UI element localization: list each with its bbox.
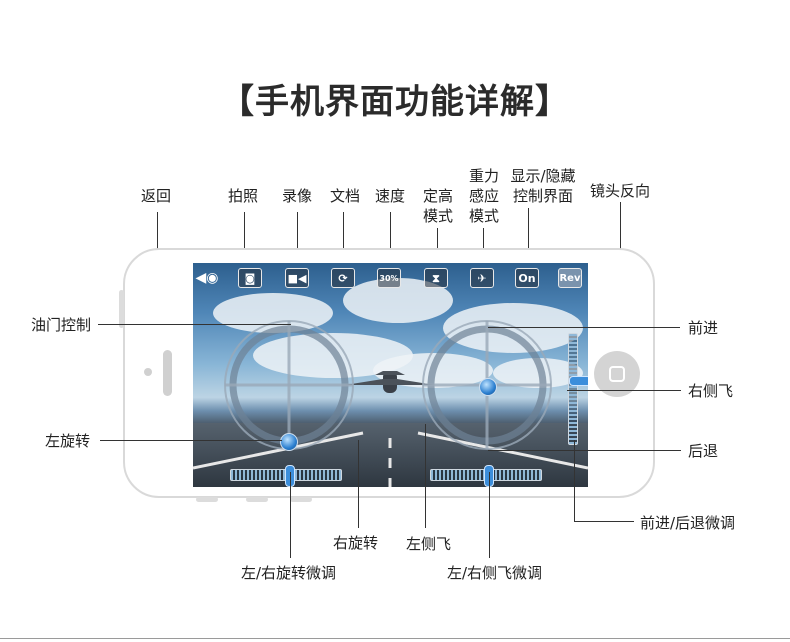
label-photo: 拍照 (228, 187, 259, 205)
video-icon[interactable]: ■◀ (285, 268, 309, 288)
altitude-hold-icon[interactable]: ⧗ (424, 268, 448, 288)
left-joystick[interactable] (224, 320, 354, 450)
gravity-sensor-icon[interactable]: ✈ (470, 268, 494, 288)
label-back: 返回 (141, 187, 172, 205)
camera-dot (144, 368, 152, 376)
label-gravity: 重力 感应 模式 (468, 167, 499, 225)
home-square-icon (609, 366, 625, 382)
label-docs: 文档 (330, 187, 361, 205)
volume-button (246, 497, 268, 502)
side-button (119, 290, 124, 328)
label-right-side-fly: 右侧飞 (688, 382, 734, 400)
speaker-slot (163, 350, 172, 396)
label-rotate-trim: 左/右旋转微调 (241, 564, 337, 582)
label-altitude: 定高 模式 (422, 187, 453, 225)
label-lens-reverse: 镜头反向 (590, 182, 651, 200)
home-button[interactable] (594, 351, 640, 397)
label-display: 显示/隐藏 控制界面 (510, 167, 576, 205)
airplane-image (345, 371, 435, 393)
display-toggle-icon[interactable]: On (515, 268, 539, 288)
label-forward: 前进 (688, 319, 719, 337)
back-icon[interactable]: ◀◉ (195, 270, 219, 286)
forward-backward-trim-slider[interactable] (568, 333, 578, 445)
label-fb-trim: 前进/后退微调 (640, 514, 736, 532)
label-left-side-fly: 左侧飞 (406, 535, 452, 553)
throttle-knob[interactable] (280, 433, 298, 451)
label-throttle: 油门控制 (31, 316, 92, 334)
page-title: 【手机界面功能详解】 (220, 82, 570, 122)
app-screen: ◀◉ ◙ ■◀ ⟳ 30% ⧗ ✈ On Rev (193, 263, 588, 487)
forward-backward-trim-knob[interactable] (569, 376, 588, 386)
label-rotate-right: 右旋转 (333, 534, 379, 552)
label-backward: 后退 (688, 442, 719, 460)
volume-button (196, 497, 218, 502)
power-button (290, 497, 312, 502)
lens-reverse-icon[interactable]: Rev (558, 268, 582, 288)
direction-knob[interactable] (479, 378, 497, 396)
overlay-graphics (193, 320, 588, 487)
document-icon[interactable]: ⟳ (331, 268, 355, 288)
speed-icon[interactable]: 30% (377, 268, 401, 288)
label-video: 录像 (282, 187, 313, 205)
label-side-fly-trim: 左/右侧飞微调 (447, 564, 543, 582)
camera-icon[interactable]: ◙ (238, 268, 262, 288)
bottom-divider (0, 638, 790, 639)
label-rotate-left: 左旋转 (45, 432, 91, 450)
label-speed: 速度 (375, 187, 406, 205)
